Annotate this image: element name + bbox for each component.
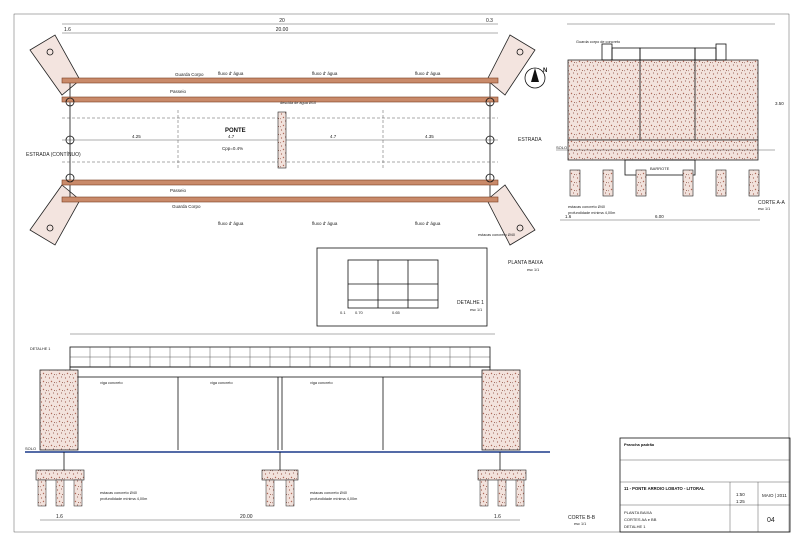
aa-caption: CORTE A-A	[758, 200, 786, 206]
sidewalk-bottom	[61, 179, 499, 186]
bb-caption-scale: esc 1/1	[574, 522, 586, 526]
sheet-border	[13, 13, 790, 533]
detail-dim-c: 0.1	[340, 310, 346, 315]
title-contents-2: CORTES AA e BB	[624, 517, 657, 522]
label-estrada-left: ESTRADA (CONTÍNUO)	[26, 151, 81, 158]
wing-wall-top-left	[29, 34, 81, 96]
railing-posts	[70, 347, 490, 367]
wing-wall-bottom-left	[29, 184, 81, 246]
flow-label-5: fluxo d' água	[312, 221, 338, 226]
plan-view: 20 20.00 1.6 0.3	[26, 18, 547, 272]
span-c: 4.7	[330, 134, 337, 139]
detail-1: 0.70 0.65 0.1 DETALHE 1 esc 1/1	[316, 247, 488, 327]
flow-label-3: fluxo d' água	[415, 71, 441, 76]
aa-caption-scale: esc 1/1	[758, 207, 770, 211]
bb-prof-note: profundidade mínima 4,00m	[100, 497, 147, 501]
flow-label-4: fluxo d' água	[218, 221, 244, 226]
label-solo-aa: SOLO	[556, 145, 567, 150]
plan-dim-left: 1.6	[64, 27, 71, 33]
title-head: Prancha padrão	[624, 442, 655, 447]
title-project: 11 - PONTE ARROIO LOBATO - LITORAL	[624, 486, 705, 491]
plan-caption-scale: esc 1/1	[527, 268, 539, 272]
title-contents-1: PLANTA BAIXA	[624, 510, 652, 515]
title-contents-3: DETALHE 1	[624, 524, 646, 529]
section-aa-deck	[567, 59, 759, 141]
bb-dim-total: 20.00	[240, 514, 253, 520]
title-block: Prancha padrão 11 - PONTE ARROIO LOBATO …	[619, 437, 791, 533]
detail-dim-b: 0.65	[392, 310, 401, 315]
aa-dim-1: 1.6	[565, 214, 572, 219]
bb-dim-left: 1.6	[56, 514, 63, 520]
plan-dim-total: 20	[279, 18, 285, 24]
span-d: 4.35	[425, 134, 434, 139]
aa-estaca-note: estacas concreto Ø40	[568, 205, 605, 209]
bb-prof-note-2: profundidade mínima 4,00m	[310, 497, 357, 501]
label-passeio-top: Passeio	[170, 89, 187, 94]
section-bb: SOLO DETALHE 1 estacas concreto Ø40 prof…	[25, 333, 596, 526]
label-solo-bb: SOLO	[25, 446, 36, 451]
bb-caption: CORTE B-B	[568, 515, 596, 521]
sidewalk-top	[61, 96, 499, 103]
span-b: 4.7	[228, 134, 235, 139]
label-guarda-corpo-top: Guarda Corpo	[175, 72, 204, 77]
north-label: N	[543, 68, 547, 74]
note-desc-agua: descida de água Ø10	[280, 101, 316, 105]
guard-rail-bottom	[61, 196, 499, 203]
bb-viga-3: viga concreto	[310, 381, 333, 385]
aa-prof-note: profundidade mínima 4,00m	[568, 211, 615, 215]
label-ponte: PONTE	[225, 128, 246, 134]
detail-caption-scale: esc 1/1	[470, 308, 482, 312]
span-a: 4.25	[132, 134, 141, 139]
label-barrote: BARROTE	[650, 166, 670, 171]
title-date: MAIO | 2011	[762, 493, 787, 498]
bb-viga-1: viga concreto	[100, 381, 123, 385]
plan-piles	[46, 48, 524, 232]
label-guarda-aa: Guarda corpo de concreto	[576, 40, 620, 44]
title-sheet-number: 04	[767, 517, 775, 524]
plan-dim-inner: 20.00	[276, 27, 289, 33]
aa-dim-h: 3.50	[775, 101, 784, 106]
wing-wall-bottom-right	[486, 184, 536, 246]
detail-caption: DETALHE 1	[457, 300, 484, 306]
guard-rail-top	[61, 77, 499, 84]
abutment-left	[39, 369, 79, 451]
flow-label-1: fluxo d' água	[218, 71, 244, 76]
bb-estaca-note: estacas concreto Ø40	[100, 491, 137, 495]
plan-dim-right: 0.3	[486, 18, 493, 24]
note-estaca: estacas concreto Ø40	[478, 233, 515, 237]
flow-label-2: fluxo d' água	[312, 71, 338, 76]
label-passeio-bottom: Passeio	[170, 188, 187, 193]
title-scale-a: 1:50	[736, 492, 745, 497]
center-joint	[277, 111, 287, 169]
plan-caption: PLANTA BAIXA	[508, 260, 544, 266]
bb-dim-right: 1.6	[494, 514, 501, 520]
label-guarda-corpo-bottom: Guarda Corpo	[172, 204, 201, 209]
detail-dim-a: 0.70	[355, 310, 364, 315]
bb-label-detalhe: DETALHE 1	[30, 347, 50, 351]
aa-dim-6: 6.00	[655, 214, 664, 219]
section-aa: BARROTE SOLO Guarda corpo de concreto es…	[556, 23, 786, 221]
flow-label-6: fluxo d' água	[415, 221, 441, 226]
label-ponte-sub: Cpp=0.4%	[222, 146, 243, 151]
bb-viga-2: viga concreto	[210, 381, 233, 385]
abutment-right	[481, 369, 521, 451]
wing-wall-top-right	[486, 34, 536, 96]
title-scale-b: 1:25	[736, 499, 745, 504]
label-estrada-right: ESTRADA	[518, 137, 542, 143]
bb-estaca-note-2: estacas concreto Ø40	[310, 491, 347, 495]
